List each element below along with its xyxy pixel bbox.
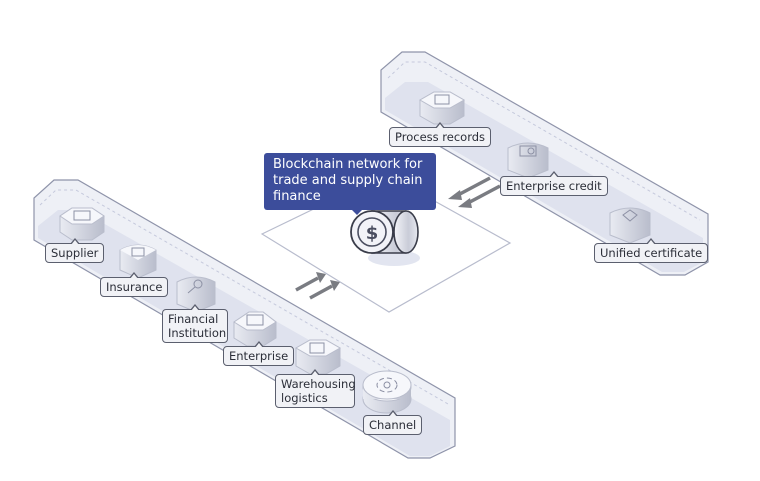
key-icon [187, 279, 203, 294]
label-warehousing-logistics: Warehousing logistics [275, 369, 356, 408]
credit-icon [519, 145, 537, 157]
label-text: Unified certificate [600, 246, 703, 260]
label-text: Enterprise [229, 349, 289, 363]
document-icon [73, 210, 91, 221]
network-icon [376, 377, 398, 393]
coin-icon: $ [350, 210, 420, 266]
arrows-to-network [295, 272, 340, 300]
svg-text:$: $ [366, 223, 379, 244]
label-text: Process records [395, 130, 486, 144]
callout-text: Blockchain network for trade and supply … [273, 157, 423, 204]
unified-certificate-device [609, 207, 651, 244]
label-enterprise-credit: Enterprise credit [500, 171, 608, 196]
label-text: Supplier [51, 246, 99, 260]
enterprise-credit-device [507, 142, 549, 179]
label-channel: Channel [363, 410, 423, 435]
label-unified-certificate: Unified certificate [594, 238, 709, 263]
warehouse-icon [309, 342, 325, 354]
label-text: Warehousing logistics [281, 377, 356, 405]
label-insurance: Insurance [100, 272, 169, 297]
record-icon [434, 94, 450, 105]
certificate-icon [622, 209, 638, 222]
label-financial-institution: Financial Institution [162, 304, 228, 343]
label-text: Enterprise credit [506, 179, 602, 193]
label-text: Insurance [106, 280, 163, 294]
label-text: Financial Institution [168, 312, 227, 340]
network-callout: Blockchain network for trade and supply … [264, 153, 436, 215]
supplier-device [59, 207, 105, 241]
building-icon [246, 314, 264, 326]
label-supplier: Supplier [45, 238, 105, 263]
arrows-from-records [448, 176, 501, 208]
enterprise-device [233, 311, 277, 347]
warehousing-logistics-device [294, 339, 342, 375]
shield-icon [131, 247, 145, 257]
label-enterprise: Enterprise [223, 341, 295, 366]
process-records-device [418, 91, 466, 125]
channel-device [362, 370, 412, 414]
label-process-records: Process records [389, 122, 492, 147]
insurance-device [119, 244, 157, 279]
label-text: Channel [369, 418, 417, 432]
